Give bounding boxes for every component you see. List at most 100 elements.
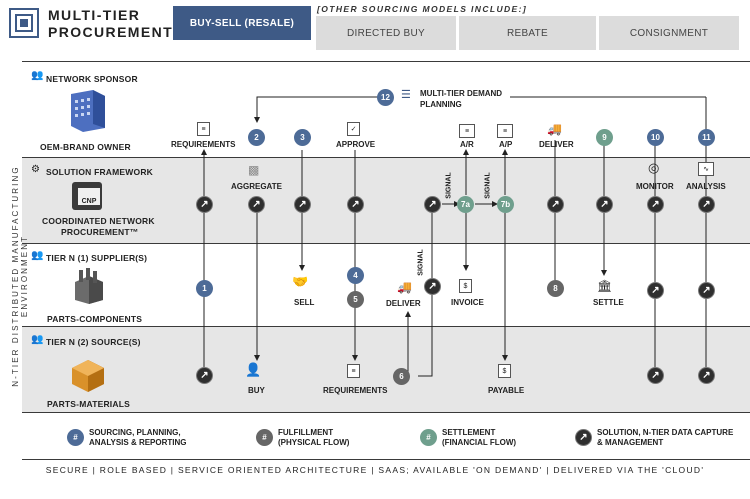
step-3[interactable]: 3 (294, 129, 311, 146)
legend-swatch-gray: # (256, 429, 273, 446)
users-icon: 👥 (31, 70, 44, 81)
approve-doc-icon: ✓ (347, 122, 360, 136)
tab-buy-sell[interactable]: BUY-SELL (RESALE) (173, 6, 311, 40)
row-title-solution-framework: SOLUTION FRAMEWORK (46, 167, 154, 177)
monitor-icon: ◎ (648, 160, 660, 175)
truck-icon: 🚚 (547, 122, 562, 136)
data-capture-node[interactable]: ↗ (294, 196, 311, 213)
legend-line: ANALYSIS & REPORTING (89, 438, 187, 447)
tab-directed-buy[interactable]: DIRECTED BUY (316, 16, 456, 50)
legend-line: (FINANCIAL FLOW) (442, 438, 517, 447)
label-settle: SETTLE (593, 298, 624, 307)
legend-line: (PHYSICAL FLOW) (278, 438, 350, 447)
divider (22, 459, 750, 460)
divider (22, 243, 750, 244)
legend-line: SETTLEMENT (442, 428, 496, 437)
logo-icon (9, 8, 39, 38)
building-icon (71, 90, 105, 132)
label-approve: APPROVE (336, 140, 376, 149)
legend-line: FULFILLMENT (278, 428, 334, 437)
planning-chart-icon: ☰ (401, 89, 411, 101)
label-ar: A/R (460, 140, 474, 149)
title-line-2: PROCUREMENT (48, 24, 174, 40)
label-analysis: ANALYSIS (686, 182, 726, 191)
aggregate-chart-icon: ▩ (248, 163, 260, 177)
document-icon: ≡ (347, 364, 360, 378)
ap-icon: ≡ (497, 124, 513, 138)
label-payable: PAYABLE (488, 386, 525, 395)
framework-icon: ⚙ (31, 164, 40, 175)
tier2-band (22, 326, 750, 412)
data-capture-node[interactable]: ↗ (647, 367, 664, 384)
data-capture-node[interactable]: ↗ (424, 278, 441, 295)
row-caption-oem: OEM-BRAND OWNER (40, 142, 131, 152)
data-capture-node[interactable]: ↗ (347, 196, 364, 213)
divider (22, 412, 750, 413)
label-deliver-top: DELIVER (539, 140, 574, 149)
data-capture-node[interactable]: ↗ (698, 367, 715, 384)
title-line-1: MULTI-TIER (48, 7, 141, 23)
divider (22, 157, 750, 158)
data-capture-node[interactable]: ↗ (547, 196, 564, 213)
truck-icon: 🚚 (397, 280, 412, 294)
step-5[interactable]: 5 (347, 291, 364, 308)
row-caption-cnp-2: PROCUREMENT™ (61, 227, 139, 237)
data-capture-node[interactable]: ↗ (698, 196, 715, 213)
divider (22, 61, 750, 62)
legend-data-capture: SOLUTION, N-TIER DATA CAPTURE& MANAGEMEN… (597, 428, 733, 448)
data-capture-node[interactable]: ↗ (647, 282, 664, 299)
invoice-icon: $ (459, 279, 472, 293)
label-requirements-bottom: REQUIREMENTS (323, 386, 388, 395)
step-1[interactable]: 1 (196, 280, 213, 297)
legend-line: SOURCING, PLANNING, (89, 428, 181, 437)
analysis-icon: ∿ (698, 162, 714, 176)
label-aggregate: AGGREGATE (231, 182, 282, 191)
page-title: MULTI-TIER PROCUREMENT (48, 7, 173, 41)
data-capture-node[interactable]: ↗ (196, 196, 213, 213)
label-buy: BUY (248, 386, 265, 395)
data-capture-node[interactable]: ↗ (647, 196, 664, 213)
signal-label: SIGNAL (417, 249, 425, 276)
step-6[interactable]: 6 (393, 368, 410, 385)
step-2[interactable]: 2 (248, 129, 265, 146)
legend-fulfillment: FULFILLMENT(PHYSICAL FLOW) (278, 428, 349, 448)
data-capture-node[interactable]: ↗ (698, 282, 715, 299)
step-7a[interactable]: 7a (457, 196, 474, 213)
step-9[interactable]: 9 (596, 129, 613, 146)
cnp-tile-icon: CNP (72, 182, 102, 210)
step-12[interactable]: 12 (377, 89, 394, 106)
data-capture-node[interactable]: ↗ (196, 367, 213, 384)
solution-band (22, 157, 750, 243)
ar-icon: ≡ (459, 124, 475, 138)
legend-sourcing: SOURCING, PLANNING,ANALYSIS & REPORTING (89, 428, 187, 448)
step-7b[interactable]: 7b (497, 196, 514, 213)
materials-icon (72, 360, 104, 392)
signal-label: SIGNAL (445, 172, 453, 199)
signal-label: SIGNAL (484, 172, 492, 199)
divider (22, 326, 750, 327)
legend-settlement: SETTLEMENT(FINANCIAL FLOW) (442, 428, 516, 448)
label-monitor: MONITOR (636, 182, 674, 191)
legend-line: SOLUTION, N-TIER DATA CAPTURE (597, 428, 734, 437)
bank-icon: 🏛 (597, 279, 613, 293)
tab-rebate[interactable]: REBATE (459, 16, 596, 50)
other-models-note: [OTHER SOURCING MODELS INCLUDE:] (317, 4, 528, 14)
legend-swatch-green: # (420, 429, 437, 446)
data-capture-node[interactable]: ↗ (424, 196, 441, 213)
step-10[interactable]: 10 (647, 129, 664, 146)
row-caption-cnp-1: COORDINATED NETWORK (42, 216, 155, 226)
data-capture-node[interactable]: ↗ (596, 196, 613, 213)
footer-features: SECURE | ROLE BASED | SERVICE ORIENTED A… (45, 465, 705, 475)
cnp-tile-text: CNP (78, 188, 100, 205)
handshake-icon: 🤝 (292, 274, 309, 289)
label-ap: A/P (499, 140, 513, 149)
step-11[interactable]: 11 (698, 129, 715, 146)
tab-consignment[interactable]: CONSIGNMENT (599, 16, 739, 50)
demand-planning-label: MULTI-TIER DEMAND PLANNING (420, 88, 502, 110)
legend-line: & MANAGEMENT (597, 438, 664, 447)
data-capture-node[interactable]: ↗ (248, 196, 265, 213)
step-8[interactable]: 8 (547, 280, 564, 297)
step-4[interactable]: 4 (347, 267, 364, 284)
label-invoice: INVOICE (451, 298, 484, 307)
factory-icon (75, 268, 103, 304)
